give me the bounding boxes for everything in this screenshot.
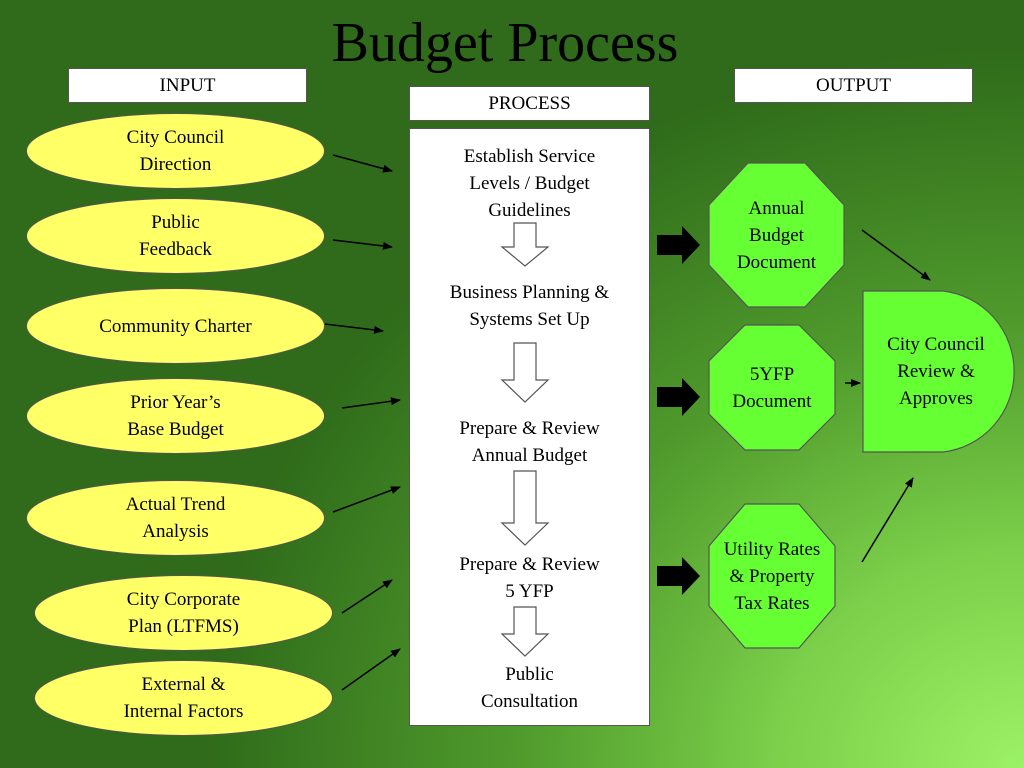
input-arrow: [332, 239, 393, 250]
input-label: City Council Direction: [126, 127, 225, 175]
city-council-review-approves: City Council Review & Approves: [862, 290, 1024, 453]
output-to-review-arrow: [861, 229, 931, 281]
input-public-feedback: Public Feedback: [26, 198, 325, 274]
input-arrow: [324, 323, 384, 334]
down-arrow-icon: [500, 222, 550, 267]
input-header: INPUT: [68, 68, 307, 103]
final-label: City Council Review & Approves: [887, 334, 985, 409]
process-header: PROCESS: [409, 86, 650, 121]
input-prior-year-base-budget: Prior Year’s Base Budget: [26, 378, 325, 454]
slide-title: Budget Process: [331, 12, 679, 74]
process-down-arrows: [500, 222, 550, 657]
output-label: Utility Rates & Property Tax Rates: [723, 538, 821, 614]
input-external-internal-factors: External & Internal Factors: [34, 660, 333, 736]
process-box: Establish Service Levels / Budget Guidel…: [409, 128, 650, 726]
output-5yfp-document: 5YFP Document: [708, 324, 836, 451]
down-arrow-icon: [500, 342, 550, 403]
input-label: External & Internal Factors: [123, 674, 244, 722]
input-label: Actual Trend Analysis: [125, 494, 226, 542]
output-annual-budget-document: Annual Budget Document: [708, 162, 845, 308]
output-header: OUTPUT: [734, 68, 973, 103]
input-label: City Corporate Plan (LTFMS): [126, 589, 241, 637]
right-block-arrow-icon: [657, 226, 700, 264]
input-arrow: [341, 579, 393, 614]
process-step-prepare-annual-budget: Prepare & Review Annual Budget: [459, 418, 600, 466]
process-step-business-planning: Business Planning & Systems Set Up: [449, 282, 610, 330]
down-arrow-icon: [500, 470, 550, 546]
input-community-charter: Community Charter: [26, 288, 325, 364]
input-arrow: [332, 486, 401, 513]
input-arrow: [332, 154, 393, 173]
process-step-establish-service-levels: Establish Service Levels / Budget Guidel…: [463, 146, 596, 221]
input-city-council-direction: City Council Direction: [26, 113, 325, 189]
input-arrow: [341, 397, 401, 409]
input-city-corporate-plan: City Corporate Plan (LTFMS): [34, 575, 333, 651]
output-to-review-arrow: [861, 477, 914, 563]
output-label: 5YFP Document: [732, 363, 812, 412]
output-utility-property-tax-rates: Utility Rates & Property Tax Rates: [708, 503, 836, 649]
output-label: Annual Budget Document: [736, 197, 817, 273]
input-label: Community Charter: [99, 315, 252, 337]
input-arrow: [341, 648, 401, 691]
input-label: Public Feedback: [139, 212, 212, 260]
input-actual-trend-analysis: Actual Trend Analysis: [26, 480, 325, 556]
input-label: Prior Year’s Base Budget: [127, 392, 224, 440]
process-step-prepare-5yfp: Prepare & Review 5 YFP: [459, 554, 600, 602]
right-block-arrow-icon: [657, 378, 700, 416]
process-step-public-consultation: Public Consultation: [480, 664, 579, 712]
down-arrow-icon: [500, 606, 550, 657]
right-block-arrow-icon: [657, 557, 700, 595]
